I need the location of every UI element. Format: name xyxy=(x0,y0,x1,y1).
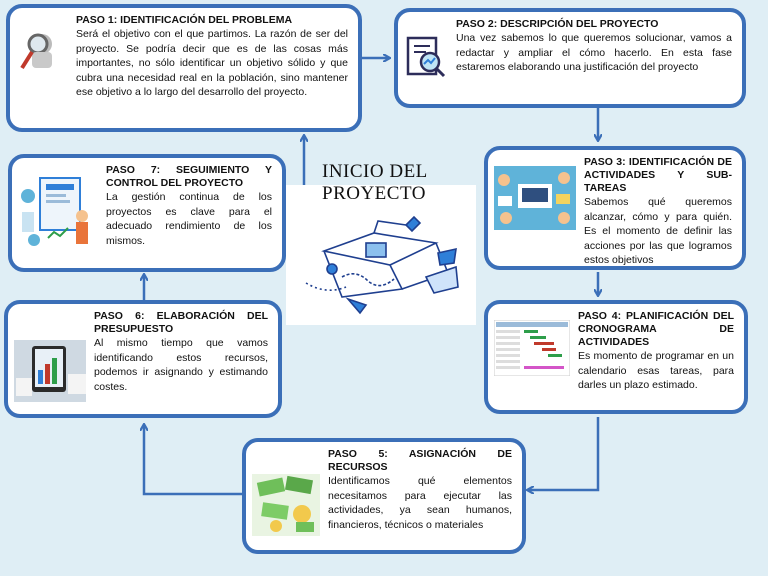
project-plan-illustration xyxy=(305,215,459,315)
step-title: PASO 7: SEGUIMIENTO Y CONTROL DEL PROYEC… xyxy=(106,164,272,189)
document-search-icon xyxy=(404,34,448,82)
step-description: Identificamos qué elementos necesitamos … xyxy=(328,475,512,531)
center-title-line-1: INICIO DEL xyxy=(322,161,428,182)
step-card-7: PASO 7: SEGUIMIENTO Y CONTROL DEL PROYEC… xyxy=(8,154,286,272)
magnifier-person-icon xyxy=(16,28,68,84)
step-title: PASO 4: PLANIFICACIÓN DEL CRONOGRAMA DE … xyxy=(578,310,734,348)
step-description: Sabemos qué queremos alcanzar, cómo y pa… xyxy=(584,196,732,266)
budget-tablet-icon xyxy=(14,340,86,402)
center-title: INICIO DEL PROYECTO xyxy=(322,161,462,205)
gantt-chart-icon xyxy=(493,319,571,377)
arrow-5-to-6 xyxy=(144,425,242,496)
step-card-1: PASO 1: IDENTIFICACIÓN DEL PROBLEMA Será… xyxy=(6,4,362,132)
money-icon xyxy=(252,474,320,536)
step-description: Es momento de programar en un calendario… xyxy=(578,350,734,391)
dashboard-person-icon xyxy=(18,172,98,252)
step-description: Será el objetivo con el que partimos. La… xyxy=(76,28,348,98)
step-card-4: PASO 4: PLANIFICACIÓN DEL CRONOGRAMA DE … xyxy=(484,300,748,414)
center-title-line-2: PROYECTO xyxy=(322,183,426,204)
step-title: PASO 6: ELABORACIÓN DEL PRESUPUESTO xyxy=(94,310,268,335)
step-card-5: PASO 5: ASIGNACIÓN DE RECURSOS Identific… xyxy=(242,438,526,554)
step-card-2: PASO 2: DESCRIPCIÓN DEL PROYECTO Una vez… xyxy=(394,8,746,108)
arrow-4-to-5 xyxy=(528,417,600,490)
team-desk-icon xyxy=(494,166,576,230)
step-card-6: PASO 6: ELABORACIÓN DEL PRESUPUESTO Al m… xyxy=(4,300,282,418)
step-description: La gestión continua de los proyectos es … xyxy=(106,191,272,247)
center-illustration-panel: INICIO DEL PROYECTO xyxy=(286,161,476,325)
step-title: PASO 1: IDENTIFICACIÓN DEL PROBLEMA xyxy=(76,14,293,26)
step-title: PASO 3: IDENTIFICACIÓN DE ACTIVIDADES Y … xyxy=(584,156,732,194)
step-title: PASO 5: ASIGNACIÓN DE RECURSOS xyxy=(328,448,512,473)
step-title: PASO 2: DESCRIPCIÓN DEL PROYECTO xyxy=(456,18,659,30)
step-card-3: PASO 3: IDENTIFICACIÓN DE ACTIVIDADES Y … xyxy=(484,146,746,270)
step-description: Al mismo tiempo que vamos identificando … xyxy=(94,337,268,393)
step-description: Una vez sabemos lo que queremos solucion… xyxy=(456,32,732,73)
